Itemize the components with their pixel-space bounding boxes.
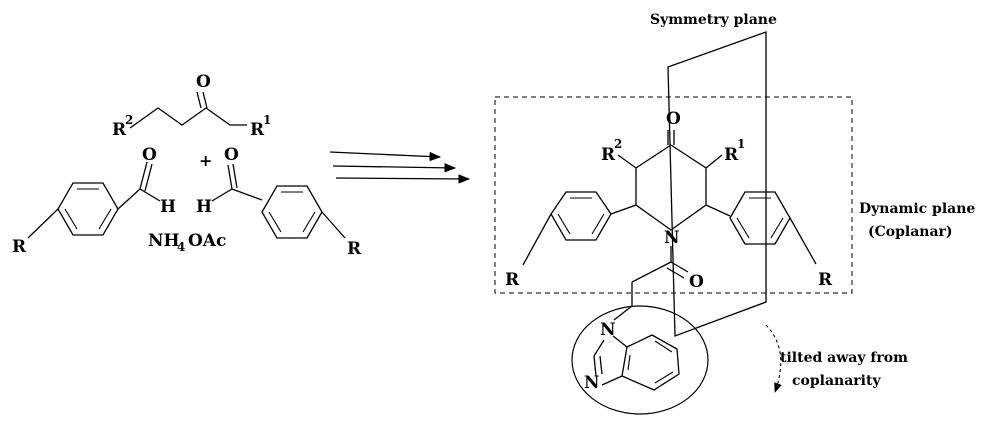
right-aryl-bond <box>705 204 731 217</box>
right-benzene-ring <box>261 185 323 239</box>
tilt-arrow <box>765 324 782 393</box>
arrow-3 <box>335 174 471 184</box>
product-right-benzene <box>729 191 791 245</box>
reagent-subscript: 4 <box>177 240 185 254</box>
product-r1-superscript: 1 <box>737 137 745 151</box>
product-aryl-left: R <box>505 191 637 290</box>
ketone-co-bond-b <box>202 91 208 109</box>
imidazole-c2-n3-a <box>593 355 597 377</box>
tilted-label-line2: coplanarity <box>792 373 881 389</box>
product-left-benzene <box>550 191 612 241</box>
carbonyl-ch2-bond <box>631 261 672 283</box>
right-ch-bond <box>211 188 233 202</box>
coplanar-label: (Coplanar) <box>868 224 953 240</box>
product-amide-oxygen: O <box>689 272 704 292</box>
right-co-bond-b <box>232 163 238 189</box>
left-ring-double-bond-2 <box>98 208 112 230</box>
ketone-reactant: R 2 O R 1 <box>112 72 271 140</box>
product-r2-label: R <box>601 145 616 165</box>
reagent-label: NH 4 OAc <box>148 231 226 254</box>
left-r-bond <box>27 208 59 239</box>
symmetry-plane-label: Symmetry plane <box>650 12 777 28</box>
ketone-chain <box>129 107 247 129</box>
right-ring-r-label: R <box>347 239 362 259</box>
symmetry-plane <box>667 31 767 337</box>
prod-right-ring-db-3 <box>736 217 750 239</box>
prod-right-ring-db-2 <box>770 217 784 239</box>
benzaldehyde-right: H O R <box>196 145 362 259</box>
imidazole-n1-c2 <box>593 339 605 357</box>
benzaldehyde-left: O H R <box>12 145 176 257</box>
imidazole-n1-c7a <box>612 335 628 348</box>
right-ring-double-bond-3 <box>268 211 282 233</box>
product-r1-bond <box>705 154 723 169</box>
product-nitrogen: N <box>664 228 680 248</box>
right-aldehyde-oxygen: O <box>224 145 239 165</box>
product-aryl-right: R <box>705 191 833 290</box>
reagent-nh: NH <box>148 231 180 251</box>
ch2-n-bond <box>613 305 633 321</box>
tilted-label-line1: tilted away from <box>780 350 908 366</box>
ketone-r2-label: R <box>112 120 127 140</box>
prod-left-ring-db-2 <box>591 213 605 235</box>
ketone-r2-superscript: 2 <box>125 113 133 127</box>
left-co-bond-b <box>144 163 153 192</box>
right-ring-double-bond-2 <box>302 211 316 233</box>
imidazole-c2-n3-b <box>599 355 603 375</box>
benzo-db-2 <box>654 371 674 384</box>
product-r2-superscript: 2 <box>614 137 622 151</box>
left-co-bond-a <box>139 161 148 190</box>
ketone-co-bond-a <box>196 91 202 109</box>
left-aryl-bond <box>610 204 637 215</box>
product-left-r-bond <box>522 213 552 266</box>
benzo-db-3 <box>627 354 631 371</box>
piperidone-core: O R 2 R 1 N <box>601 109 745 248</box>
reagent-oac: OAc <box>188 231 226 251</box>
amide-co-bond-a <box>670 261 689 273</box>
benzimidazole-n3: N <box>584 373 600 393</box>
amide-co-bond-b <box>666 267 685 279</box>
ketone-oxygen-label: O <box>196 72 211 92</box>
multistep-arrows <box>329 151 471 184</box>
left-ch-bond <box>139 188 161 202</box>
product-right-r-label: R <box>818 270 833 290</box>
n-acyl-linker: O <box>613 246 704 321</box>
benzimidazole: N N <box>584 320 680 393</box>
left-benzene-ring <box>57 182 119 236</box>
right-co-bond-a <box>227 164 233 190</box>
right-aldehyde-hydrogen: H <box>196 197 212 217</box>
product-right-r-bond <box>789 217 817 265</box>
arrow-1 <box>329 151 442 162</box>
ketone-r1-superscript: 1 <box>263 113 271 127</box>
imidazole-n3-c3a <box>601 375 623 386</box>
product-r1-label: R <box>724 145 739 165</box>
arrow-2 <box>332 163 457 173</box>
left-ring-r-label: R <box>12 237 27 257</box>
left-aldehyde-hydrogen: H <box>160 197 176 217</box>
benzo-db-1 <box>654 340 673 353</box>
right-aldehyde-bond <box>231 188 263 201</box>
benzimidazole-ellipse <box>571 305 709 415</box>
symmetry-plane-outline <box>667 31 767 337</box>
dynamic-plane-label: Dynamic plane <box>859 201 975 217</box>
benzimidazole-benzene <box>621 334 680 391</box>
left-aldehyde-oxygen: O <box>142 145 157 165</box>
ketone-r1-label: R <box>250 120 265 140</box>
product-ketone-oxygen: O <box>666 109 681 129</box>
product-r2-bond <box>617 154 637 169</box>
right-r-bond <box>321 211 346 239</box>
prod-left-ring-db-3 <box>557 213 571 235</box>
left-aldehyde-bond <box>117 188 141 210</box>
left-ring-double-bond-3 <box>64 208 78 230</box>
product-left-r-label: R <box>505 270 520 290</box>
benzimidazole-n1: N <box>600 320 616 340</box>
plus-sign: + <box>199 151 212 170</box>
